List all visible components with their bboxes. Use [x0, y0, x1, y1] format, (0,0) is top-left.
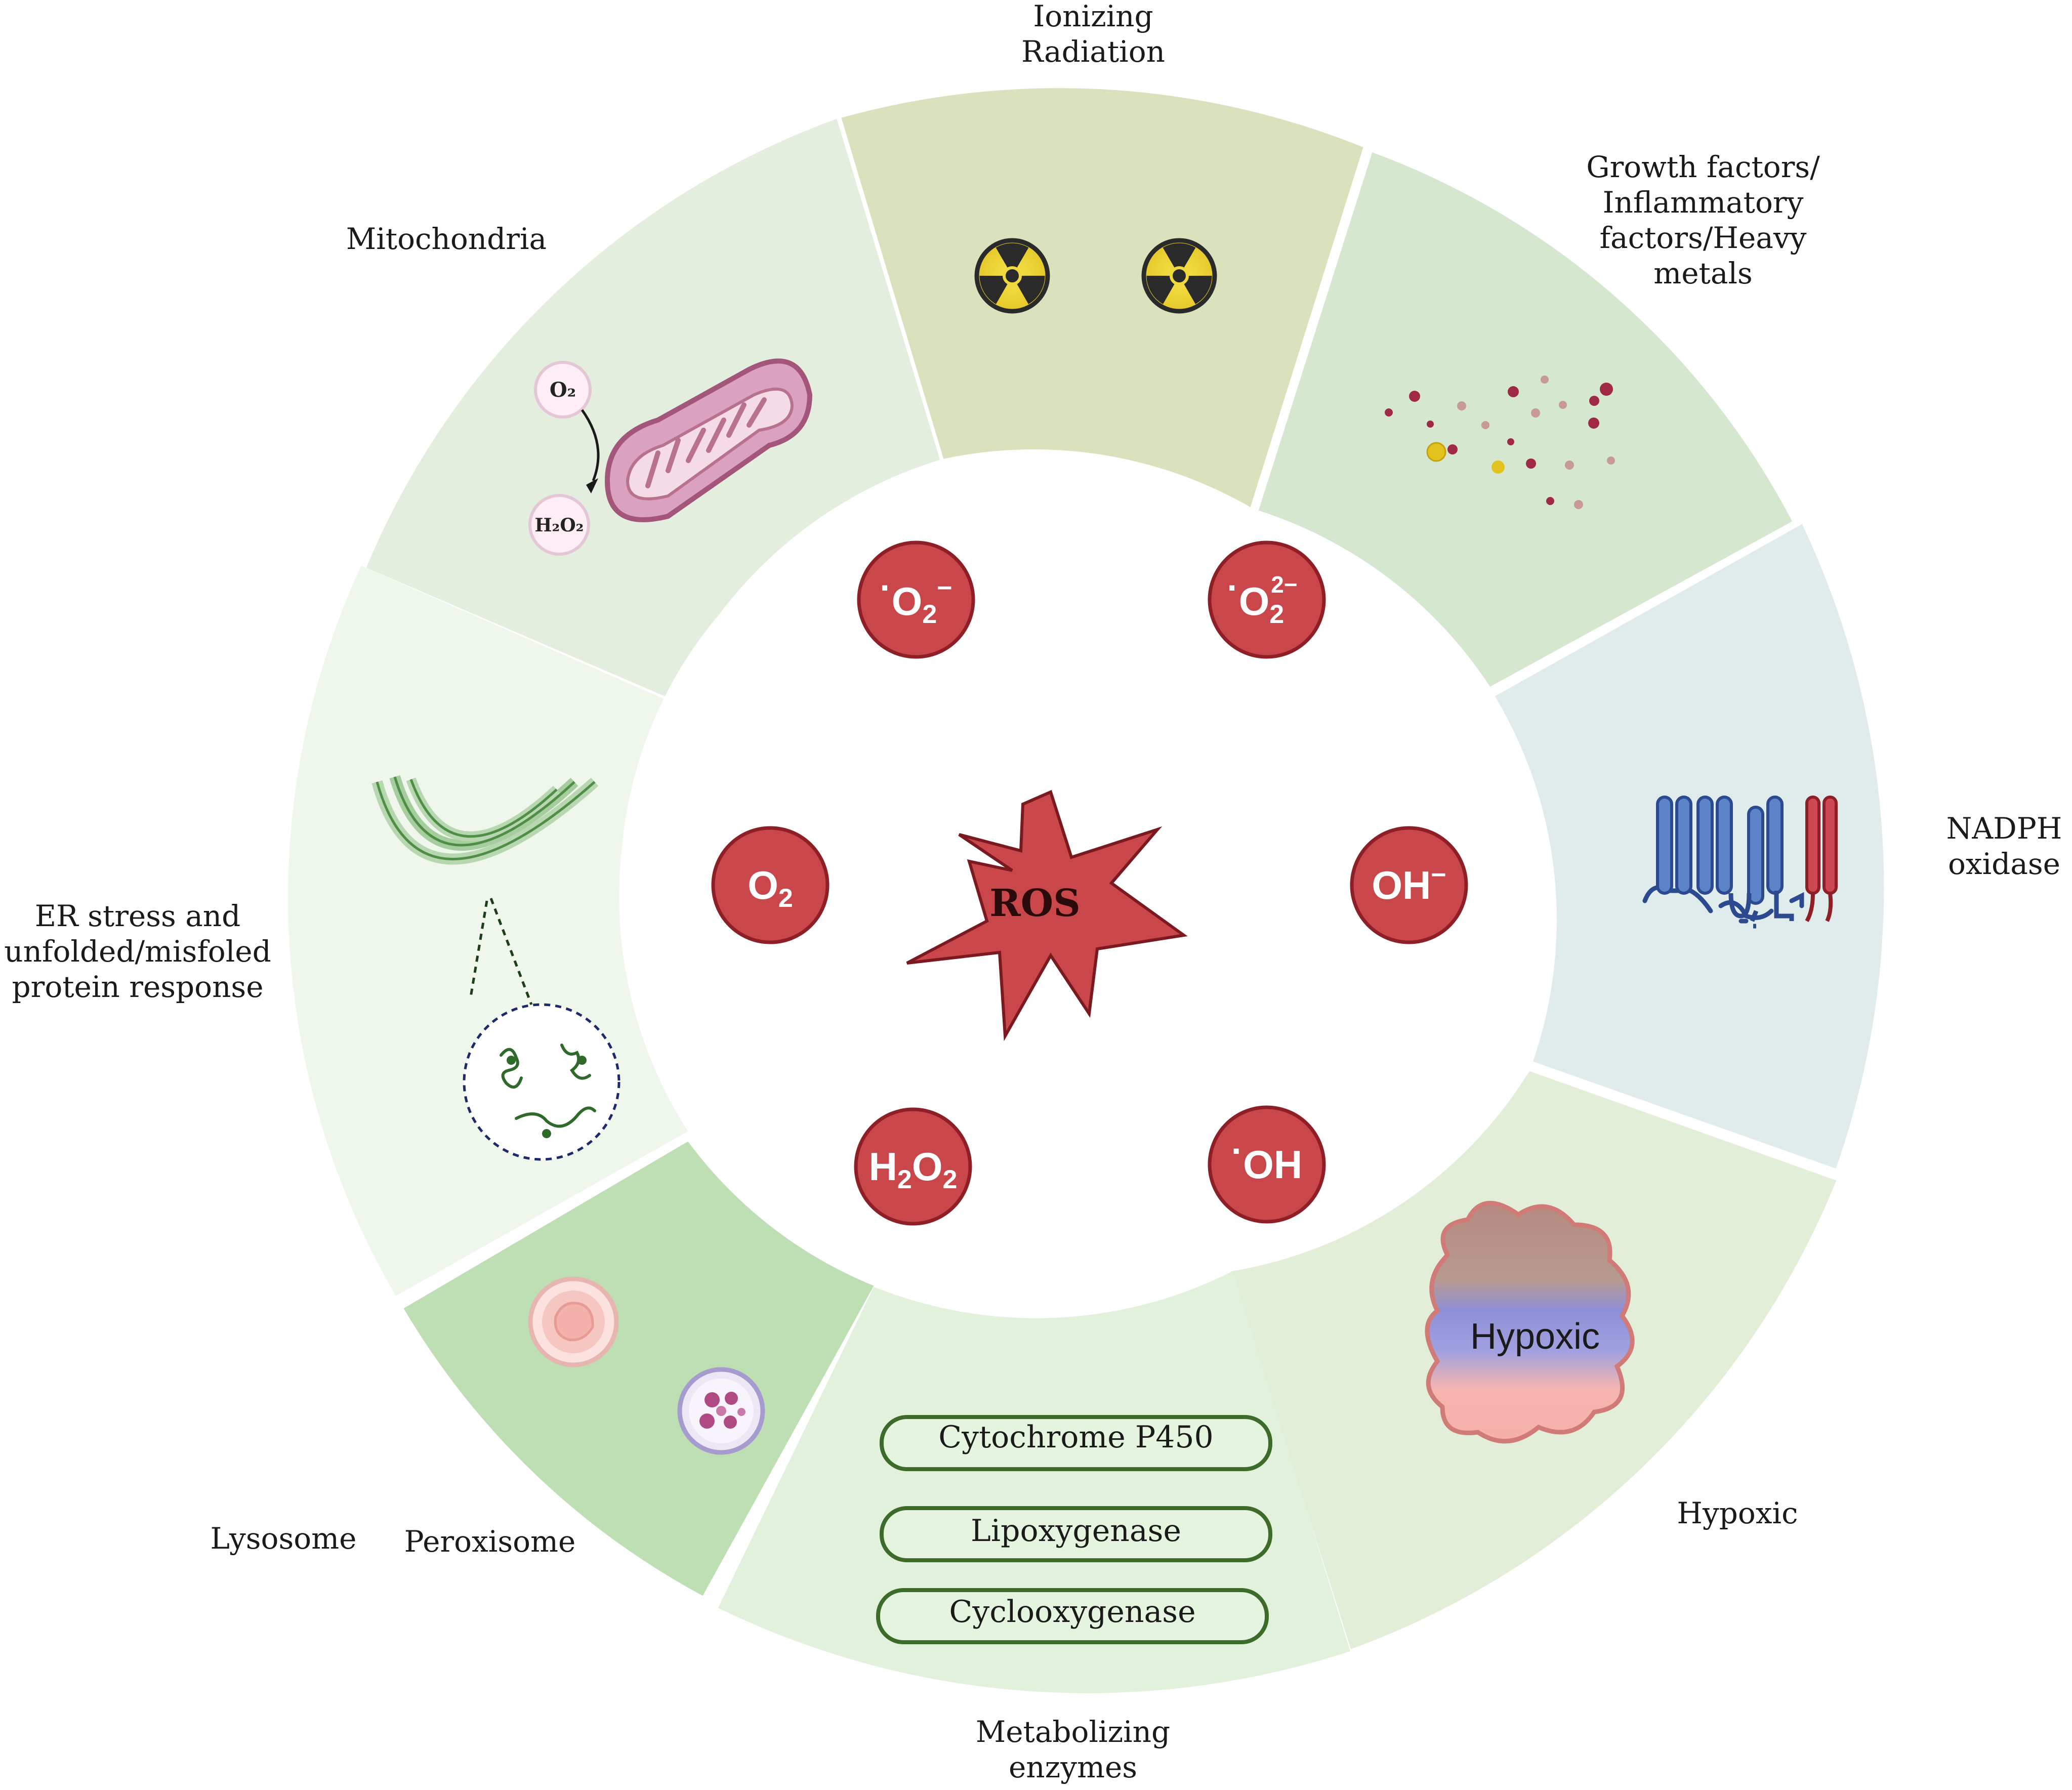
- ionizing-radiation-label-2: Radiation: [1021, 34, 1165, 69]
- ros-label: ROS: [989, 882, 1080, 925]
- species-hydroxide: OH−: [1350, 826, 1468, 944]
- svg-text:·O2−: ·O2−: [880, 568, 952, 629]
- growth-factor-particles-icon: [1385, 376, 1615, 509]
- growth-factors-label-4: metals: [1653, 256, 1753, 290]
- hypoxic-inner-label: Hypoxic: [1470, 1316, 1600, 1357]
- enzyme-box: [876, 1588, 1269, 1644]
- misfolded-protein-icon: [500, 1044, 596, 1138]
- nadph-oxidase-label-2: oxidase: [1948, 847, 2060, 881]
- arrowhead-icon: [586, 478, 598, 493]
- nadph-oxidase-icon: [1642, 796, 1838, 929]
- lysosome-icon: [528, 1276, 619, 1367]
- enzyme-label: Lipoxygenase: [971, 1513, 1181, 1549]
- sector-ionizing-radiation: [841, 88, 1363, 508]
- svg-text:O2: O2: [748, 863, 793, 913]
- sector-lysosome-peroxisome: [403, 1141, 874, 1596]
- er-icon: [371, 775, 620, 1161]
- enzyme-box: [880, 1506, 1272, 1562]
- nadph-oxidase-label-1: NADPH: [1946, 811, 2062, 846]
- growth-factors-label-2: Inflammatory: [1603, 185, 1804, 220]
- sector-growth-factors: [1258, 152, 1793, 687]
- radiation-icon: [974, 238, 1050, 314]
- sector-metabolizing-enzymes: [718, 1271, 1350, 1693]
- mitochondrion-icon: [604, 358, 813, 522]
- radiation-icon: [1141, 238, 1217, 314]
- hypoxic-tumor-icon: Hypoxic: [1425, 1200, 1635, 1444]
- mitochondria-label: Mitochondria: [346, 222, 547, 256]
- er-stress-label-1: ER stress and: [35, 899, 241, 933]
- er-stress-label-2: unfolded/misfoled: [4, 934, 271, 969]
- svg-text:·OH: ·OH: [1231, 1131, 1302, 1187]
- enzyme-box: [880, 1415, 1272, 1471]
- species-superoxide: ·O2−: [857, 540, 975, 659]
- mito-h2o2-bubble: H₂O₂: [528, 494, 590, 556]
- metabolizing-enzymes-label-2: enzymes: [1009, 1750, 1137, 1784]
- enzyme-label: Cyclooxygenase: [949, 1594, 1195, 1630]
- metabolizing-enzymes-label-1: Metabolizing: [976, 1715, 1170, 1749]
- lysosome-label: Lysosome: [211, 1521, 357, 1556]
- growth-factors-label-1: Growth factors/: [1586, 150, 1820, 184]
- svg-text:O₂: O₂: [550, 378, 576, 402]
- svg-text:OH−: OH−: [1372, 860, 1446, 907]
- ionizing-radiation-label-1: Ionizing: [1033, 0, 1153, 33]
- peroxisome-icon: [677, 1367, 765, 1455]
- ros-star: ROS: [906, 789, 1188, 1042]
- species-hydrogen-peroxide: H2O2: [854, 1107, 972, 1226]
- growth-factors-label-3: factors/Heavy: [1600, 221, 1807, 255]
- sector-mitochondria: [366, 118, 940, 698]
- species-oxygen: O2: [711, 826, 830, 944]
- species-hydroxyl-radical: ·OH: [1208, 1105, 1326, 1224]
- er-stress-label-3: protein response: [12, 970, 263, 1004]
- mito-o2-bubble: O₂: [534, 361, 592, 419]
- hypoxic-label: Hypoxic: [1677, 1496, 1798, 1530]
- species-peroxide: ·O22−: [1208, 540, 1326, 659]
- svg-text:·O22−: ·O22−: [1227, 568, 1297, 629]
- svg-text:H2O2: H2O2: [869, 1144, 958, 1194]
- enzyme-label: Cytochrome P450: [938, 1420, 1213, 1455]
- svg-text:H₂O₂: H₂O₂: [535, 515, 584, 536]
- arrow-icon: [581, 409, 600, 481]
- peroxisome-label: Peroxisome: [404, 1524, 576, 1559]
- enzyme-list: Cytochrome P450 Lipoxygenase Cyclooxygen…: [876, 1415, 1272, 1644]
